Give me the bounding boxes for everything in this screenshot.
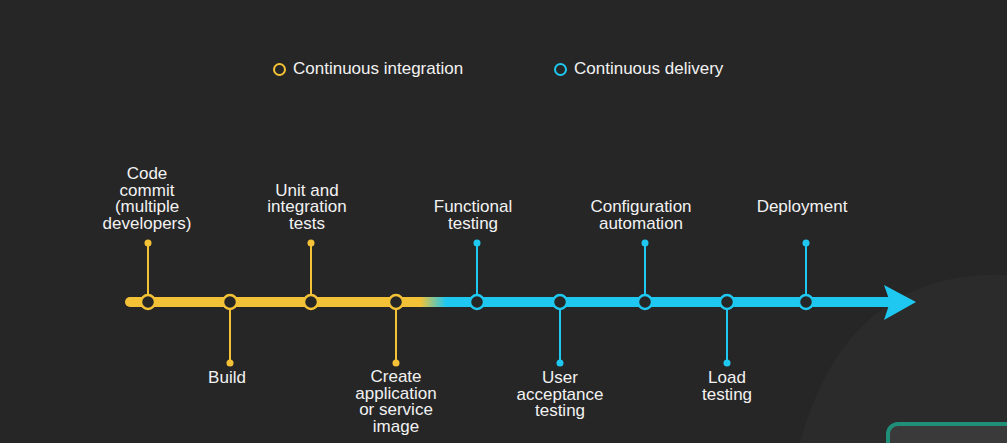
legend-text: Continuous integration	[293, 59, 463, 79]
leader-dot	[642, 240, 649, 247]
leader-line	[310, 243, 312, 302]
milestone-dot	[304, 295, 318, 309]
step-label: Build	[187, 370, 267, 387]
step-label: User acceptance testing	[510, 370, 610, 420]
leader-dot	[308, 240, 315, 247]
legend-text: Continuous delivery	[574, 59, 723, 79]
leader-line	[644, 243, 646, 302]
milestones	[141, 295, 813, 309]
step-label: Deployment	[747, 199, 857, 216]
milestone-dot	[720, 295, 734, 309]
milestone-dot	[223, 295, 237, 309]
leader-line	[229, 302, 231, 363]
leader-line	[559, 302, 561, 363]
legend-item: Continuous delivery	[554, 59, 723, 79]
leader-dot	[724, 360, 731, 367]
legend-swatch	[273, 63, 286, 76]
milestone-dot	[141, 295, 155, 309]
milestone-dot	[553, 295, 567, 309]
leader-dot	[557, 360, 564, 367]
step-label: Unit and integration tests	[255, 183, 359, 233]
leader-line	[476, 243, 478, 302]
corner-image	[888, 424, 1007, 443]
step-label: Functional testing	[421, 199, 525, 232]
leader-dot	[474, 240, 481, 247]
leader-line	[726, 302, 728, 363]
leader-dot	[145, 240, 152, 247]
milestone-dot	[470, 295, 484, 309]
leader-line	[805, 243, 807, 302]
legend-item: Continuous integration	[273, 59, 463, 79]
milestone-dot	[389, 295, 403, 309]
leader-dot	[227, 360, 234, 367]
timeline-arrowhead	[884, 285, 916, 320]
step-label: Code commit (multiple developers)	[97, 166, 197, 232]
legend-swatch	[554, 63, 567, 76]
milestone-dot	[638, 295, 652, 309]
step-label: Configuration automation	[579, 199, 703, 232]
leader-line	[395, 302, 397, 363]
timeline-bar	[130, 297, 892, 307]
step-label: Load testing	[682, 370, 772, 403]
leader-dot	[393, 360, 400, 367]
step-label: Create application or service image	[346, 369, 446, 435]
leader-line	[147, 243, 149, 302]
leader-dot	[803, 240, 810, 247]
milestone-dot	[799, 295, 813, 309]
